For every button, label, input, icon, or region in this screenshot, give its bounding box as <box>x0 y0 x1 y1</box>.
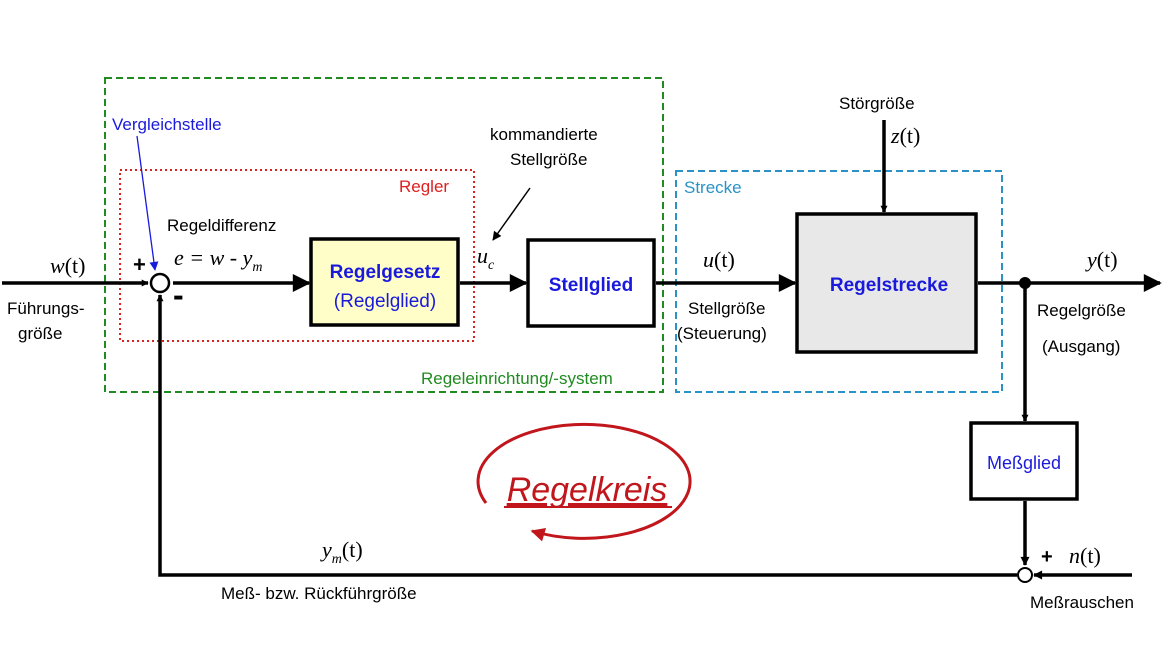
regler-boundary <box>119 169 475 342</box>
vergleichstelle-label: Vergleichstelle <box>112 115 222 134</box>
steuerung-label: (Steuerung) <box>677 324 767 343</box>
regelstrecke-block <box>795 212 978 354</box>
fuehrungsgroesse-label-2: größe <box>18 324 62 343</box>
regelgroesse-label: Regelgröße <box>1037 301 1126 320</box>
regelkreis-arrow <box>476 422 692 542</box>
messglied-title: Meßglied <box>987 453 1061 473</box>
ym-signal-label: ym(t) <box>320 537 363 567</box>
u-signal-label: u(t) <box>703 247 735 272</box>
z-signal-label: z(t) <box>890 123 920 148</box>
feedback-line <box>156 294 1017 577</box>
minus-sign-feedback: - <box>173 277 184 313</box>
plus-sign-noise: + <box>1041 546 1053 568</box>
stellgroesse-label: Stellgröße <box>688 299 765 318</box>
vergleichstelle-pointer <box>136 135 159 271</box>
w-signal-label: w(t) <box>50 253 85 278</box>
regler-label: Regler <box>399 177 449 196</box>
n-signal-label: n(t) <box>1069 543 1101 568</box>
regeldifferenz-label: Regeldifferenz <box>167 216 276 235</box>
fuehrungsgroesse-label-1: Führungs- <box>7 299 84 318</box>
y-signal-label: y(t) <box>1085 247 1118 272</box>
regeleinrichtung-label: Regeleinrichtung/-system <box>421 369 613 388</box>
regelgesetz-block <box>309 237 460 327</box>
ausgang-label: (Ausgang) <box>1042 337 1120 356</box>
strecke-label: Strecke <box>684 178 742 197</box>
messglied-block <box>969 421 1079 501</box>
branch-point <box>1019 277 1031 289</box>
messrauschen-label: Meßrauschen <box>1030 593 1134 612</box>
regelstrecke-title: Regelstrecke <box>830 275 948 296</box>
regelglied-subtitle: (Regelglied) <box>334 291 436 312</box>
kommandierte-stellgroesse-label: Stellgröße <box>510 150 587 169</box>
error-equation-label: e = w - ym <box>174 245 263 275</box>
stellgroesse-pointer <box>492 187 531 241</box>
kommandierte-label: kommandierte <box>490 125 598 144</box>
noise-summing-junction <box>1017 567 1033 583</box>
uc-signal-label: uc <box>477 243 495 273</box>
stellglied-title: Stellglied <box>549 275 633 296</box>
stoergroesse-label: Störgröße <box>839 94 915 113</box>
stellglied-block <box>526 238 656 328</box>
plus-sign-reference: + <box>133 252 146 277</box>
regeleinrichtung-boundary <box>104 77 664 393</box>
regelgesetz-title: Regelgesetz <box>330 262 441 283</box>
rueckfuehrgroesse-label: Meß- bzw. Rückführgröße <box>221 584 417 603</box>
regelkreis-label: Regelkreis <box>507 471 668 509</box>
vergleichstelle-junction <box>149 272 171 294</box>
